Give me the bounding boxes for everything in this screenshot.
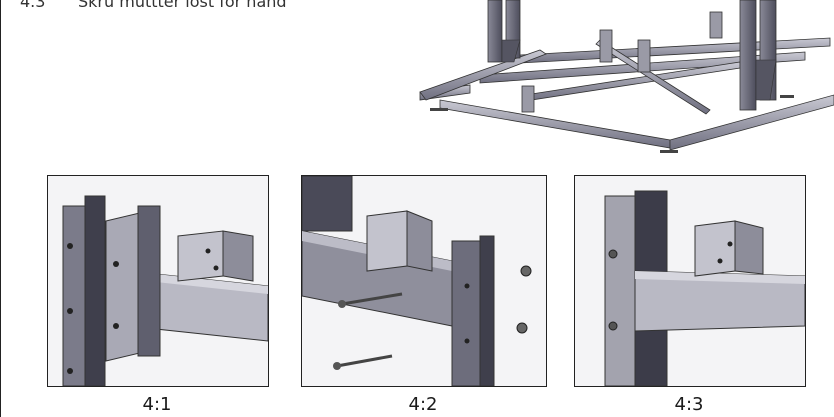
detail-caption-4-2: 4:2 xyxy=(408,394,438,415)
detail-image-4-2 xyxy=(301,175,547,387)
detail-image-4-3 xyxy=(574,175,806,387)
detail-image-4-1 xyxy=(47,175,269,387)
step-number: 4.3 xyxy=(20,0,46,11)
detail-caption-4-1: 4:1 xyxy=(142,394,172,415)
page-border xyxy=(0,0,1,417)
step-text: Skru muttter löst för hand xyxy=(78,0,287,11)
frame-assembly-illustration xyxy=(410,0,834,160)
detail-caption-4-3: 4:3 xyxy=(674,394,704,415)
step-instruction: 4.3 Skru muttter löst för hand xyxy=(20,0,287,11)
